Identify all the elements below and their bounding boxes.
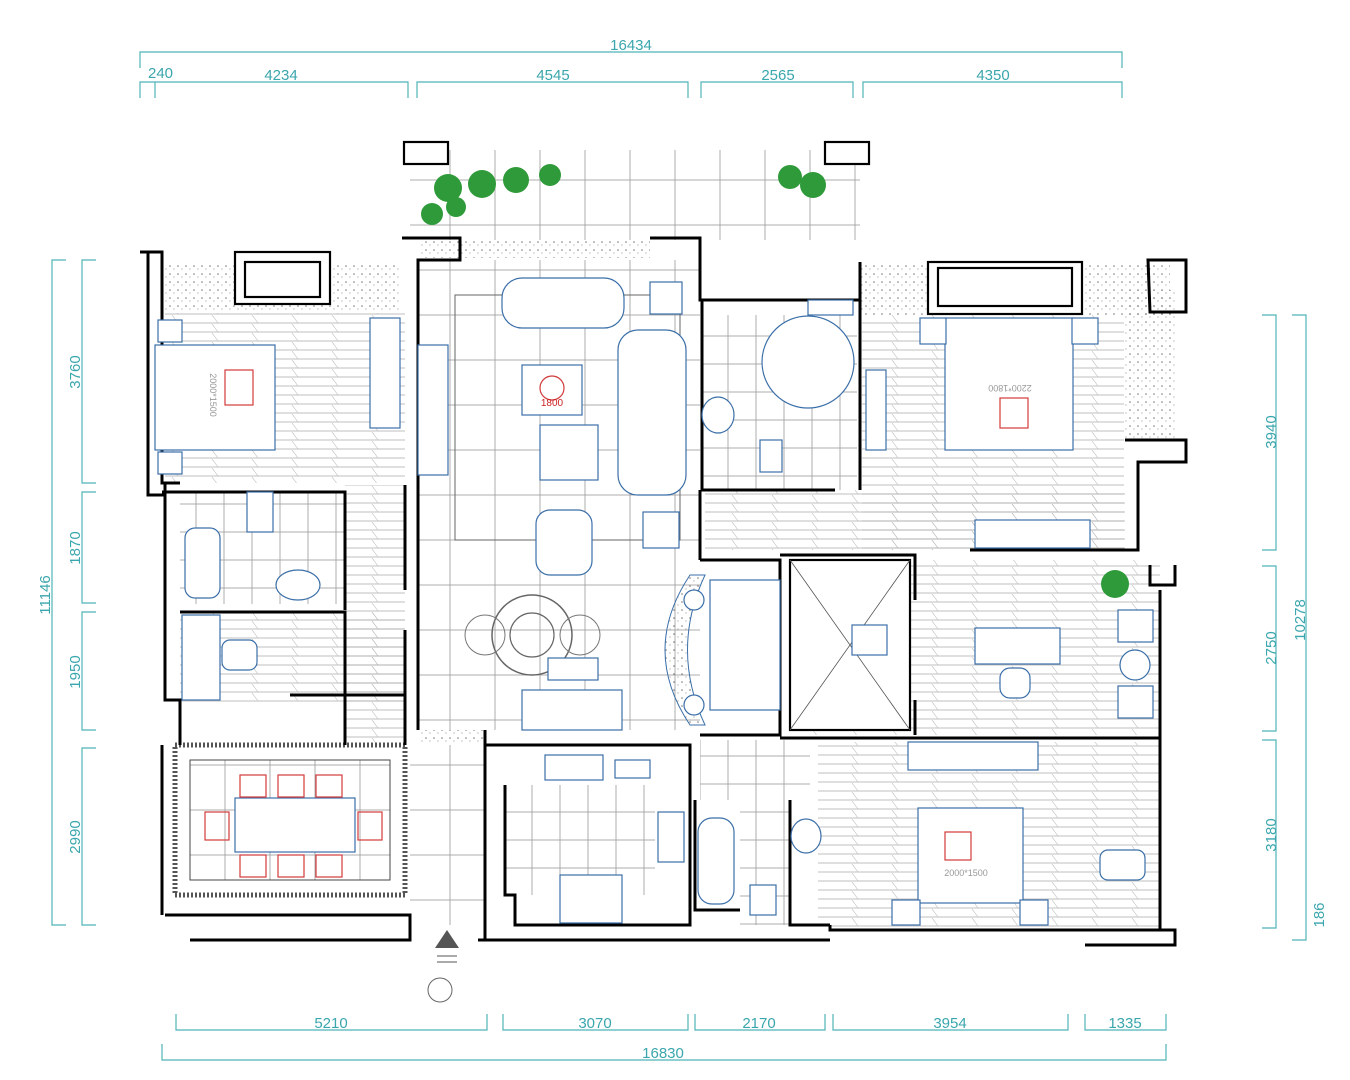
kitchen-sink (544, 754, 604, 781)
lamp-table (642, 511, 680, 549)
dim-left-4: 2990 (67, 820, 84, 853)
ottoman (851, 624, 888, 656)
entry-mat (420, 730, 485, 745)
armchair (535, 509, 593, 576)
nightstand (157, 451, 183, 475)
toilet (749, 884, 777, 916)
dim-left-1: 3760 (67, 355, 84, 388)
dimension-left: 11146 3760 1870 1950 2990 (37, 259, 96, 926)
stove (657, 811, 685, 863)
coffee-table (521, 364, 583, 416)
dim-top-total: 16434 (610, 37, 652, 54)
plant-icon (446, 197, 466, 217)
nightstand (1019, 899, 1049, 926)
bathtub-left (184, 527, 221, 599)
dim-top-5: 4350 (976, 67, 1009, 84)
entry-arrow-icon (435, 930, 459, 948)
gravel-strip (420, 238, 650, 258)
gravel-right-side (1125, 290, 1175, 440)
fridge (559, 874, 623, 924)
bed-left-label: 2000*1500 (208, 373, 218, 417)
plant-icon (800, 172, 826, 198)
dining-table (234, 797, 356, 853)
dim-left-2: 1870 (67, 531, 84, 564)
sink (790, 818, 822, 854)
plant-icon (539, 164, 561, 186)
bed-left (154, 344, 276, 451)
nightstand (891, 899, 921, 926)
dimension-bottom: 5210 3070 2170 3954 1335 16830 (161, 1014, 1167, 1062)
furniture: 2000*1500 1800 2200*1800 (154, 277, 1154, 926)
bed-bottom-label: 2000*1500 (944, 868, 988, 878)
sofa-right (617, 329, 687, 496)
dim-top-2: 4234 (264, 67, 297, 84)
toilet-left (246, 491, 274, 533)
bathtub (697, 817, 735, 905)
console-table (709, 579, 781, 711)
tv-cabinet-master (974, 519, 1091, 549)
plant-icon (503, 167, 529, 193)
plants (421, 164, 1129, 598)
curved-partition (664, 574, 706, 726)
dim-right-3: 3180 (1263, 818, 1280, 851)
person-icon (427, 977, 453, 1003)
ornamental-rug (464, 594, 601, 676)
plant-icon (778, 165, 802, 189)
dim-right-total: 10278 (1292, 599, 1309, 641)
side-table (539, 424, 599, 481)
dim-right-1: 3940 (1263, 415, 1280, 448)
plant-icon (421, 203, 443, 225)
column (402, 140, 450, 166)
tv-cabinet-bottom (907, 741, 1039, 771)
dim-bottom-2: 3070 (578, 1015, 611, 1032)
dining-chairs (204, 774, 383, 878)
plant-icon (468, 170, 496, 198)
sofa-top (501, 277, 625, 329)
chair (1099, 849, 1146, 881)
round-side-table (1119, 649, 1151, 681)
nightstand (157, 319, 183, 343)
entrance-marker (427, 930, 459, 1003)
column (823, 140, 871, 166)
desk-chair (999, 667, 1031, 699)
dim-bottom-5: 1335 (1108, 1015, 1141, 1032)
walls (140, 140, 1188, 947)
dim-left-total: 11146 (37, 575, 54, 615)
tv-cabinet-living (417, 344, 449, 476)
lounge-chair (1117, 685, 1154, 719)
dim-bottom-1: 5210 (314, 1015, 347, 1032)
dim-top-1: 240 (148, 65, 173, 82)
lounge-chair (1117, 609, 1154, 643)
table-label: 1800 (541, 398, 564, 409)
dim-right-4: 186 (1311, 902, 1328, 927)
shoe-cabinet (521, 689, 623, 731)
entry (410, 745, 485, 925)
bed-master-label: 2200*1800 (988, 383, 1032, 393)
sink (701, 396, 735, 434)
tv-cabinet-left (369, 317, 401, 429)
round-bath (761, 315, 855, 409)
plant-icon (1101, 570, 1129, 598)
nightstand (919, 317, 947, 345)
dim-bottom-3: 2170 (742, 1015, 775, 1032)
lamp-table (649, 281, 683, 315)
hall (700, 740, 810, 800)
nightstand (1071, 317, 1099, 345)
desk (974, 627, 1061, 665)
toilet (759, 439, 783, 473)
plant-icon (434, 174, 462, 202)
dim-right-2: 2750 (1263, 631, 1280, 664)
dim-top-3: 4545 (536, 67, 569, 84)
desk-left (181, 614, 221, 701)
dim-bottom-total: 16830 (642, 1045, 684, 1062)
dimension-top: 16434 240 4234 4545 2565 4350 (139, 37, 1123, 98)
desk-chair-left (221, 639, 258, 671)
dresser (865, 369, 887, 451)
dimension-right: 3940 2750 3180 10278 186 (1262, 314, 1328, 941)
dim-bottom-4: 3954 (933, 1015, 966, 1032)
dim-left-3: 1950 (67, 655, 84, 688)
sink-left (275, 569, 321, 601)
dim-top-4: 2565 (761, 67, 794, 84)
